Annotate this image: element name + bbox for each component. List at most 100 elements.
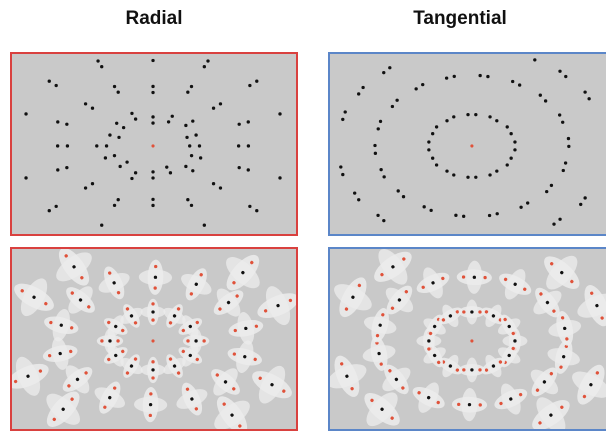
- patch: [499, 269, 532, 300]
- patch: [382, 364, 411, 395]
- patch: [103, 315, 128, 338]
- dot: [278, 112, 282, 116]
- dot: [121, 125, 126, 130]
- patch: [572, 364, 606, 405]
- patch: [458, 299, 486, 325]
- dot: [445, 169, 449, 173]
- dot: [388, 66, 392, 70]
- dot: [100, 223, 104, 227]
- dot: [90, 106, 95, 110]
- dot: [549, 183, 554, 188]
- dot: [509, 132, 513, 136]
- patch: [213, 288, 244, 317]
- dot: [488, 173, 492, 177]
- dot: [434, 125, 439, 129]
- dot: [431, 156, 435, 160]
- dot: [357, 198, 361, 202]
- panel-tangential-gabor: [328, 247, 606, 431]
- dot: [246, 120, 250, 124]
- dot: [151, 170, 155, 174]
- dot: [104, 144, 109, 148]
- dot: [197, 144, 202, 148]
- dot: [452, 173, 456, 177]
- dot: [248, 83, 252, 88]
- fixation-point: [151, 339, 155, 343]
- dot: [495, 212, 499, 216]
- dot: [390, 104, 395, 109]
- dot: [103, 156, 108, 160]
- dot: [495, 119, 499, 123]
- dot: [184, 164, 188, 169]
- dot: [237, 166, 241, 170]
- patch: [481, 304, 506, 328]
- dot: [236, 144, 241, 148]
- dot: [401, 195, 406, 199]
- dot: [396, 189, 400, 193]
- dot: [452, 115, 456, 119]
- fixation-point: [470, 339, 474, 343]
- dot: [382, 71, 386, 75]
- dot: [373, 143, 377, 148]
- dot: [56, 120, 60, 124]
- patch: [178, 344, 203, 367]
- patch: [547, 339, 580, 374]
- dot: [116, 198, 120, 202]
- dot: [65, 166, 69, 170]
- dot: [184, 123, 188, 128]
- patch: [252, 365, 292, 404]
- dot: [108, 133, 112, 137]
- patch: [226, 254, 260, 291]
- patch: [66, 286, 95, 314]
- dot: [341, 117, 345, 122]
- dot: [486, 74, 490, 79]
- dot: [434, 163, 439, 167]
- dot: [361, 85, 365, 90]
- patch: [481, 354, 506, 378]
- dot: [466, 112, 470, 117]
- dot: [474, 175, 478, 179]
- dot: [558, 113, 562, 117]
- patch: [163, 304, 186, 328]
- radial-dot-field: [24, 58, 282, 227]
- dot: [24, 176, 28, 180]
- dot: [545, 189, 549, 194]
- title-tangential: Tangential: [413, 8, 507, 29]
- dot: [526, 201, 530, 205]
- patch: [416, 267, 450, 299]
- dot: [237, 122, 241, 126]
- dot: [112, 203, 117, 208]
- patch: [456, 260, 492, 294]
- dot: [96, 59, 100, 63]
- dot: [202, 65, 206, 69]
- patch: [334, 277, 372, 318]
- patch: [544, 255, 580, 290]
- dot: [165, 165, 169, 169]
- dot: [454, 213, 458, 218]
- dot: [56, 168, 60, 172]
- tangential-dot-field: [339, 58, 591, 226]
- dot: [343, 110, 347, 114]
- dot: [478, 73, 482, 78]
- patch: [362, 336, 396, 371]
- dot: [130, 176, 134, 181]
- patch: [44, 308, 79, 342]
- patch: [181, 268, 212, 301]
- dot: [118, 164, 122, 169]
- dot: [431, 132, 435, 136]
- patch: [385, 285, 414, 315]
- dot: [112, 84, 117, 89]
- patch: [530, 367, 559, 397]
- dot: [462, 214, 466, 218]
- dot: [95, 144, 99, 148]
- dot: [558, 217, 562, 221]
- dot: [382, 218, 386, 223]
- patch: [98, 266, 130, 300]
- patch: [363, 308, 397, 343]
- patch: [120, 304, 143, 328]
- dot: [558, 69, 562, 73]
- dot: [133, 117, 138, 121]
- dot: [376, 213, 380, 218]
- dot: [445, 119, 449, 123]
- dot: [189, 84, 194, 89]
- dot: [151, 203, 155, 208]
